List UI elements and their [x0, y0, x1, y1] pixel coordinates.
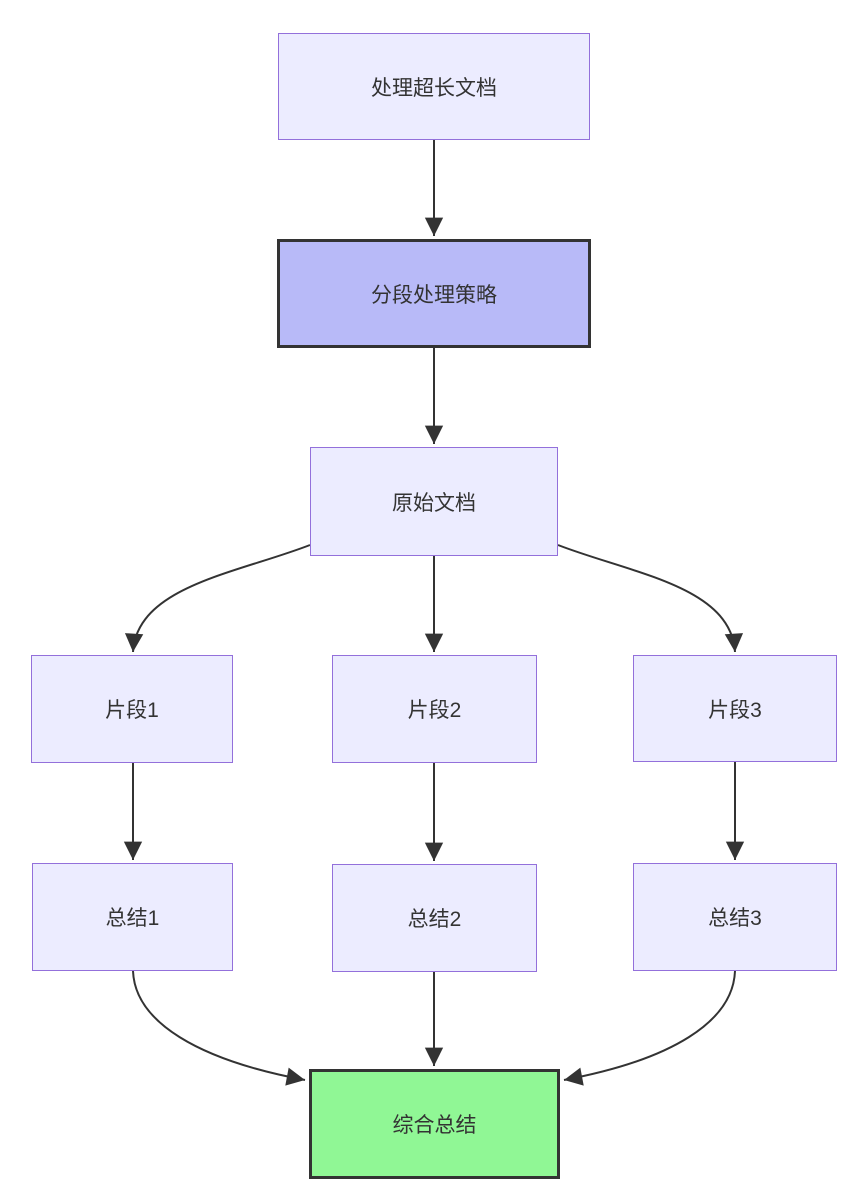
node-label: 总结2	[407, 908, 462, 931]
node-fragment-1: 片段1	[31, 655, 233, 763]
node-label: 分段处理策略	[371, 283, 497, 307]
edge-E1-F	[132, 970, 306, 1086]
node-label: 片段1	[105, 699, 159, 722]
edge-C-D1	[124, 544, 311, 653]
node-summary-2: 总结2	[332, 864, 537, 972]
edge-E3-F	[563, 970, 736, 1086]
node-fragment-3: 片段3	[633, 655, 837, 762]
node-label: 总结3	[708, 907, 762, 930]
node-label: 片段2	[407, 699, 462, 722]
node-summary-1: 总结1	[32, 863, 233, 971]
node-original-doc: 原始文档	[310, 447, 558, 556]
node-label: 原始文档	[392, 491, 476, 515]
node-label: 综合总结	[392, 1114, 477, 1137]
node-fragment-2: 片段2	[332, 655, 537, 763]
node-process-long-doc: 处理超长文档	[278, 33, 590, 140]
node-label: 总结1	[105, 907, 160, 930]
node-label: 处理超长文档	[371, 76, 497, 100]
node-segment-strategy: 分段处理策略	[277, 239, 591, 348]
node-label: 片段3	[708, 698, 762, 722]
node-summary-3: 总结3	[633, 863, 837, 971]
node-final-summary: 综合总结	[309, 1069, 560, 1179]
edge-C-D3	[557, 544, 744, 653]
